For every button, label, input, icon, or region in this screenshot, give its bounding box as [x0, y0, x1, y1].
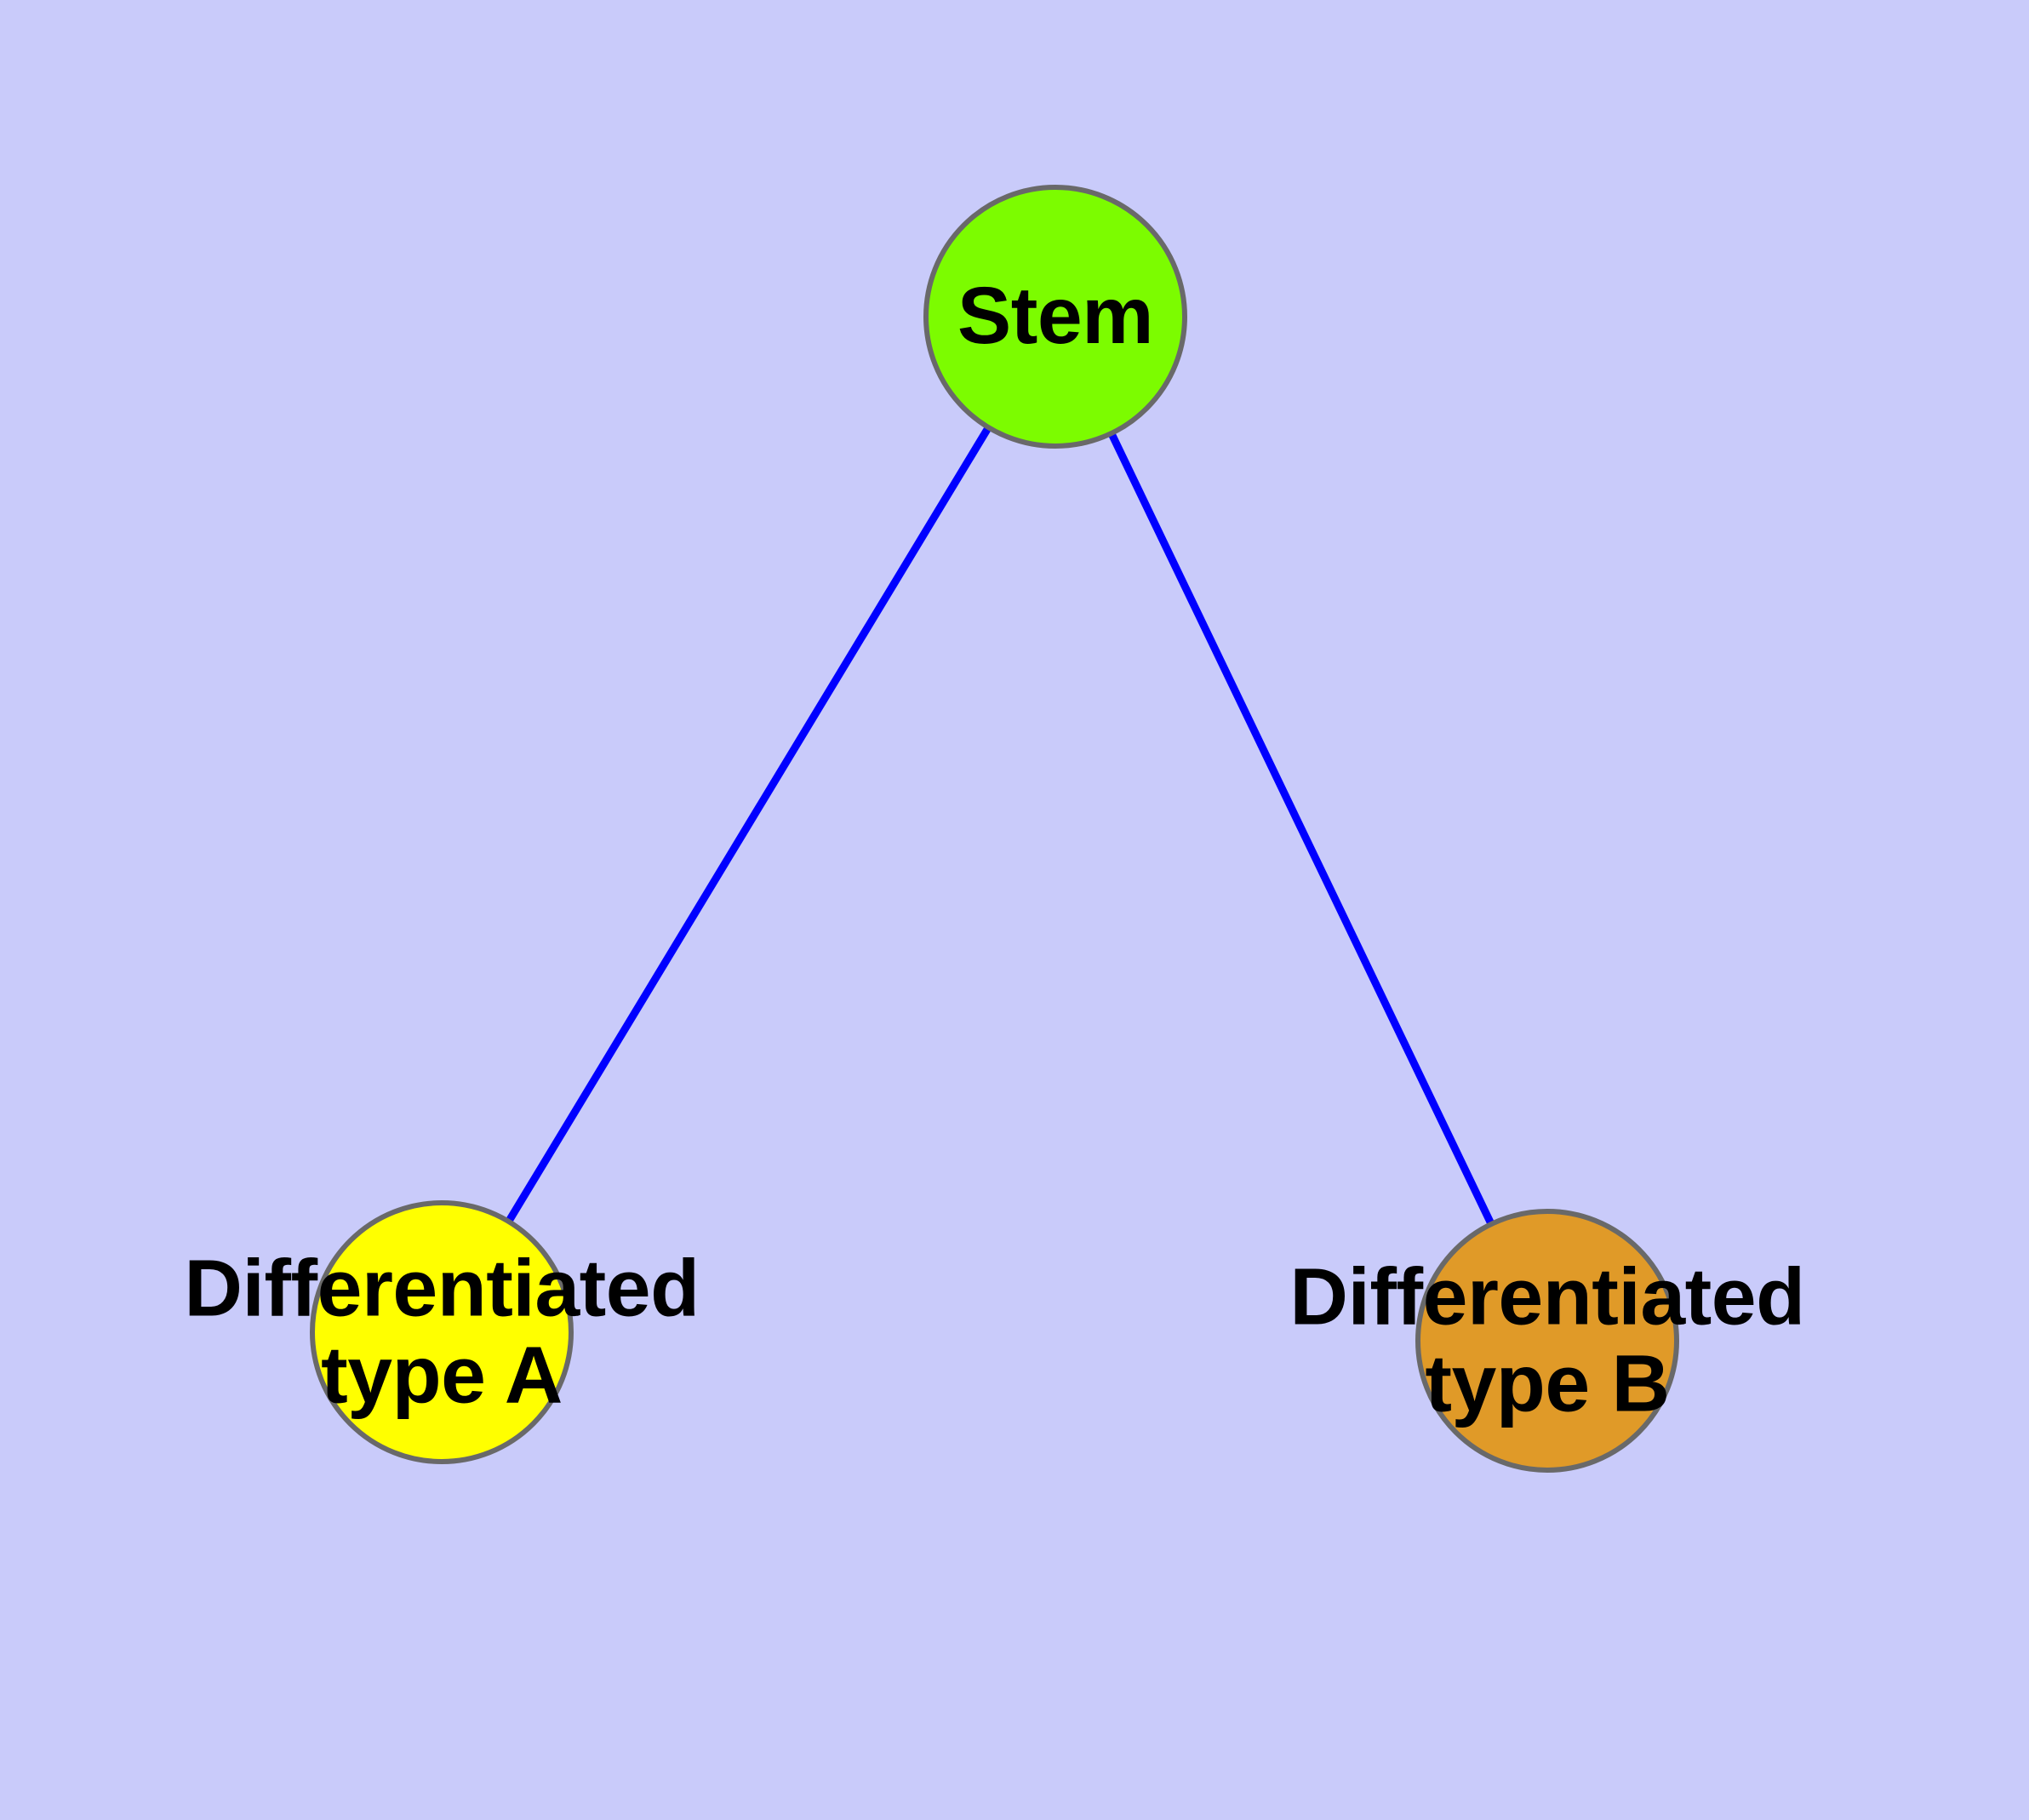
- nodes-layer: [310, 185, 1679, 1473]
- edge-stem-diff-b[interactable]: [1051, 315, 1552, 1342]
- node-circle-diff_a[interactable]: [310, 1200, 574, 1464]
- edge-stem-diff-a[interactable]: [438, 314, 1059, 1335]
- edges-layer: [438, 314, 1552, 1342]
- node-circle-stem[interactable]: [923, 185, 1187, 449]
- node-circle-diff_b[interactable]: [1415, 1209, 1679, 1473]
